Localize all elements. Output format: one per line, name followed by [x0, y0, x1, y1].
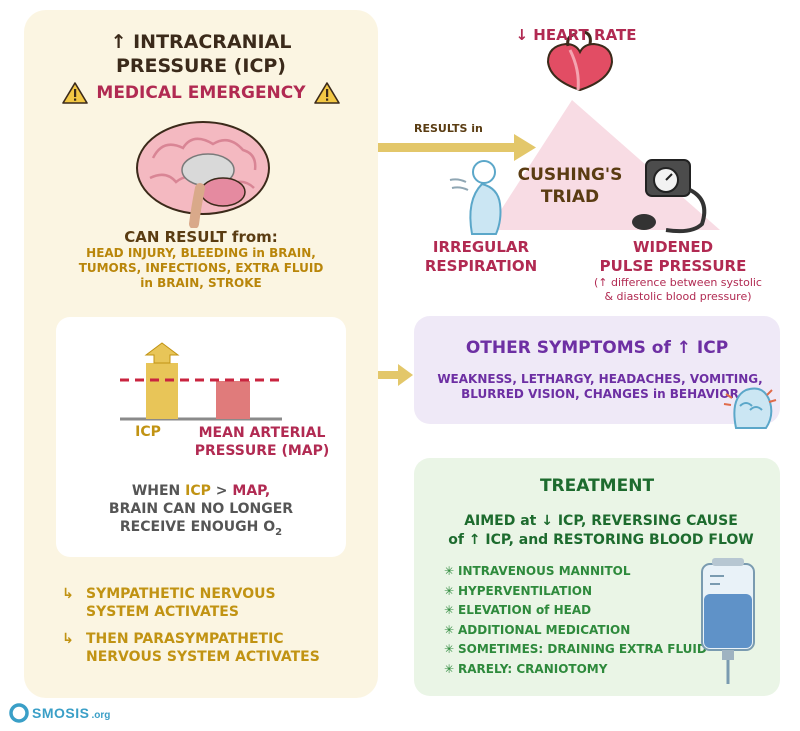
- widened-pulse-pressure-label: WIDENED PULSE PRESSURE: [588, 238, 758, 276]
- arrow-right-icon: [378, 134, 536, 161]
- irregular-respiration-label: IRREGULAR RESPIRATION: [416, 238, 546, 276]
- treatment-aim: AIMED at ↓ ICP, REVERSING CAUSE of ↑ ICP…: [428, 512, 774, 550]
- pressure-bar-chart: [120, 342, 282, 421]
- causes-line: HEAD INJURY, BLEEDING in BRAIN,: [86, 246, 316, 260]
- pressure-chart-card: [56, 317, 346, 557]
- iv-bag-icon: [701, 558, 755, 684]
- irregular-line2: RESPIRATION: [424, 257, 538, 275]
- triad-title-line2: TRIAD: [540, 187, 600, 207]
- osmosis-o-icon: O: [9, 703, 29, 723]
- bullet-star-icon: ✳: [444, 642, 455, 657]
- treatment-item: ✳ADDITIONAL MEDICATION: [444, 621, 714, 641]
- causes-line: TUMORS, INFECTIONS, EXTRA FLUID: [78, 261, 324, 275]
- note-line2: & diastolic blood pressure): [604, 290, 752, 303]
- treatment-item-text: HYPERVENTILATION: [458, 583, 593, 598]
- step2-line2: NERVOUS SYSTEM ACTIVATES: [86, 649, 320, 665]
- logo-suffix: .org: [91, 709, 111, 721]
- treatment-item: ✳SOMETIMES: DRAINING EXTRA FLUID: [444, 640, 714, 660]
- hook-arrow-icon: ↳: [62, 586, 74, 602]
- treatment-item: ✳HYPERVENTILATION: [444, 582, 714, 602]
- triad-triangle: [488, 100, 720, 230]
- aim-line1: AIMED at ↓ ICP, REVERSING CAUSE: [464, 513, 738, 529]
- warning-icon: [313, 82, 340, 104]
- when-gt: >: [215, 483, 228, 499]
- when-map: MAP,: [232, 483, 271, 499]
- map-bar: [216, 381, 250, 419]
- other-symptoms-title: OTHER SYMPTOMS of ↑ ICP: [465, 338, 729, 358]
- bullet-star-icon: ✳: [444, 564, 455, 578]
- bullet-star-icon: ✳: [444, 583, 455, 598]
- warning-icon: [62, 82, 89, 104]
- emergency-label: MEDICAL EMERGENCY: [96, 83, 306, 103]
- treatment-item-text: ELEVATION of HEAD: [458, 603, 592, 618]
- step2-line1: THEN PARASYMPATHETIC: [86, 631, 284, 647]
- logo-name: SMOSIS: [32, 705, 90, 721]
- other-symptoms-list: WEAKNESS, LETHARGY, HEADACHES, VOMITING,…: [432, 372, 768, 402]
- treatment-item: ✳ELEVATION of HEAD: [444, 601, 714, 621]
- osmosis-logo: O SMOSIS .org: [8, 700, 110, 726]
- pulse-pressure-note: (↑ difference between systolic & diastol…: [578, 276, 778, 304]
- icp-up-arrow-icon: [144, 342, 180, 364]
- bullet-star-icon: ✳: [444, 603, 455, 618]
- bullet-star-icon: ✳: [444, 661, 455, 676]
- map-label-line2: PRESSURE (MAP): [194, 443, 330, 459]
- treatment-item-text: ADDITIONAL MEDICATION: [458, 622, 631, 637]
- other-symptoms-panel: [414, 316, 780, 424]
- irregular-line1: IRREGULAR: [432, 238, 530, 256]
- causes-line: in BRAIN, STROKE: [140, 276, 262, 290]
- when-line: WHEN ICP > MAP,: [56, 482, 346, 500]
- when-word: WHEN: [131, 483, 181, 499]
- headache-head-icon: [723, 387, 777, 429]
- bullet-star-icon: ✳: [444, 622, 455, 637]
- step1-line1: SYMPATHETIC NERVOUS: [86, 586, 276, 602]
- cushings-triad-title: CUSHING'S TRIAD: [512, 164, 628, 208]
- treatment-title: TREATMENT: [539, 476, 655, 496]
- o2-subscript: 2: [275, 526, 283, 538]
- cushings-triad-graphic: [449, 30, 720, 235]
- enough-text: RECEIVE ENOUGH O: [119, 519, 276, 535]
- symptoms-line2: BLURRED VISION, CHANGES in BEHAVIOR: [461, 387, 739, 401]
- blood-pressure-cuff-icon: [632, 159, 707, 234]
- heart-icon: [546, 30, 614, 92]
- treatment-item: ✳INTRAVENOUS MANNITOL: [444, 562, 714, 582]
- icp-bar: [146, 363, 178, 419]
- symptoms-line1: WEAKNESS, LETHARGY, HEADACHES, VOMITING,: [437, 372, 763, 386]
- step1-line2: SYSTEM ACTIVATES: [86, 604, 239, 620]
- icp-title-line1: ↑ INTRACRANIAL: [110, 31, 292, 53]
- treatment-item-text: INTRAVENOUS MANNITOL: [458, 564, 631, 578]
- note-line1: (↑ difference between systolic: [594, 276, 762, 289]
- treatment-item-text: SOMETIMES: DRAINING EXTRA FLUID: [458, 642, 707, 657]
- emergency-row: MEDICAL EMERGENCY: [24, 80, 378, 106]
- treatment-list: ✳INTRAVENOUS MANNITOL ✳HYPERVENTILATION …: [444, 562, 714, 680]
- icp-title-line2: PRESSURE (ICP): [115, 55, 286, 77]
- map-label-line1: MEAN ARTERIAL: [198, 425, 326, 441]
- results-in-label: RESULTS in: [414, 122, 483, 135]
- breathing-person-icon: [449, 160, 502, 235]
- icp-title: ↑ INTRACRANIAL PRESSURE (ICP): [24, 30, 378, 78]
- aim-line2: of ↑ ICP, and RESTORING BLOOD FLOW: [448, 532, 754, 548]
- arrow-right-icon: [378, 364, 413, 386]
- icp-bar-label: ICP: [135, 424, 161, 440]
- causes-list: HEAD INJURY, BLEEDING in BRAIN, TUMORS, …: [40, 246, 362, 291]
- brain-line: BRAIN CAN NO LONGER: [108, 501, 294, 517]
- when-icp: ICP: [185, 483, 211, 499]
- hook-arrow-icon: ↳: [62, 631, 74, 647]
- step-parasympathetic: ↳ THEN PARASYMPATHETIC NERVOUS SYSTEM AC…: [62, 630, 362, 666]
- can-result-title: CAN RESULT from:: [124, 228, 278, 246]
- widened-line2: PULSE PRESSURE: [599, 257, 747, 275]
- enough-line: RECEIVE ENOUGH O2: [56, 518, 346, 542]
- heart-rate-label: ↓ HEART RATE: [515, 26, 637, 44]
- triad-title-line1: CUSHING'S: [517, 165, 623, 185]
- brain-icon: [136, 121, 270, 228]
- treatment-item-text: RARELY: CRANIOTOMY: [458, 661, 608, 676]
- step-sympathetic: ↳ SYMPATHETIC NERVOUS SYSTEM ACTIVATES: [62, 585, 362, 621]
- widened-line1: WIDENED: [632, 238, 714, 256]
- treatment-item: ✳RARELY: CRANIOTOMY: [444, 660, 714, 680]
- map-bar-label: MEAN ARTERIAL PRESSURE (MAP): [178, 424, 346, 460]
